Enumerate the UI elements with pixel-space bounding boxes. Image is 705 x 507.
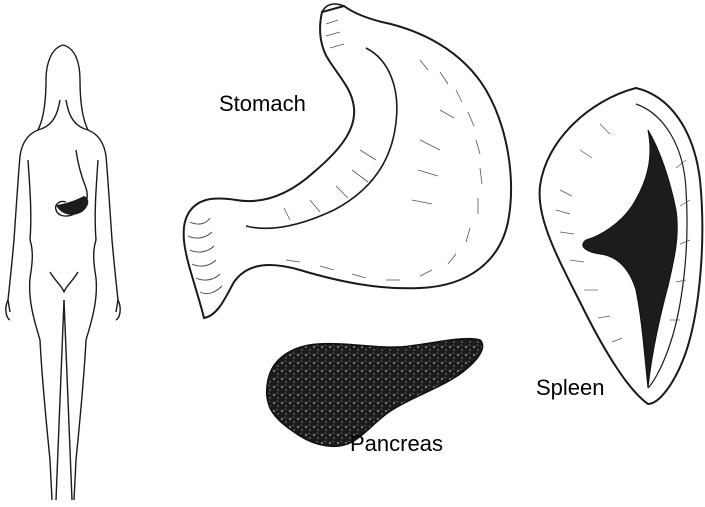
stomach-label: Stomach (219, 93, 306, 115)
stomach-drawing (184, 4, 511, 318)
pancreas-label: Pancreas (350, 433, 443, 455)
spleen-label: Spleen (536, 377, 605, 399)
body-stomach-marker (56, 150, 89, 216)
spleen-drawing (540, 88, 703, 404)
body-silhouette (6, 45, 120, 500)
